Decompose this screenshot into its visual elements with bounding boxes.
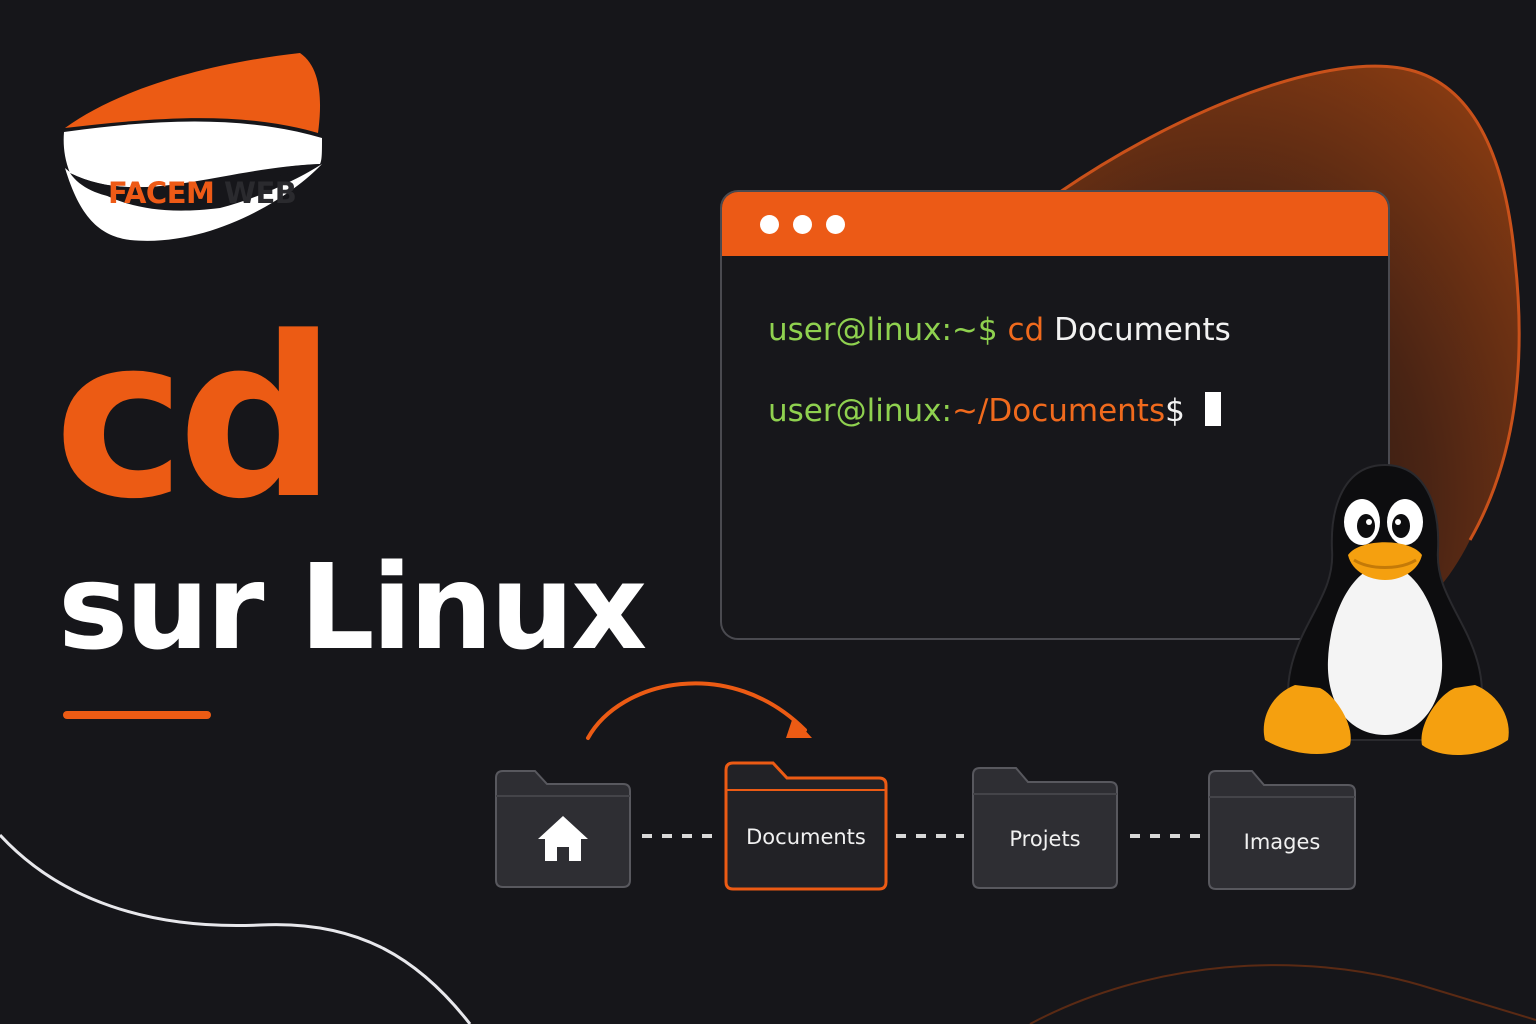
terminal-line-1: user@linux:~$ cd Documents xyxy=(768,312,1231,348)
logo-word-facem: FACEM xyxy=(108,176,215,210)
folder-label: Documents xyxy=(746,825,866,849)
folder-projets[interactable]: Projets xyxy=(970,765,1120,891)
terminal-window: user@linux:~$ cd Documents user@linux:~/… xyxy=(720,190,1390,640)
terminal-argument: Documents xyxy=(1054,312,1231,348)
terminal-prompt: user@linux:~$ xyxy=(768,312,998,348)
headline-command: cd xyxy=(54,290,337,548)
white-swoosh-line xyxy=(0,833,472,1024)
home-icon xyxy=(538,816,588,861)
orange-blob-edge xyxy=(1059,64,1521,541)
terminal-prompt-symbol: $ xyxy=(1165,393,1185,429)
folder-images[interactable]: Images xyxy=(1206,768,1358,892)
folder-connector xyxy=(642,834,714,838)
navigation-arrow-icon xyxy=(586,681,812,740)
folder-label: Images xyxy=(1243,830,1321,854)
accent-underline xyxy=(63,711,211,719)
window-dot-icon xyxy=(760,215,779,234)
terminal-prompt-path: ~/Documents xyxy=(951,393,1166,429)
orange-swoosh-line xyxy=(1029,964,1536,1024)
terminal-cursor xyxy=(1204,392,1221,426)
folder-connector xyxy=(1130,834,1200,838)
folder-documents[interactable]: Documents xyxy=(723,760,889,892)
logo-wordmark: FACEM WEB xyxy=(108,176,297,210)
tux-penguin-icon xyxy=(1263,463,1509,756)
headline-subtitle: sur Linux xyxy=(58,538,647,676)
logo-word-web: WEB xyxy=(224,176,297,210)
terminal-prompt-user: user@linux: xyxy=(768,393,952,429)
folder-label: Projets xyxy=(1009,827,1081,851)
terminal-title-bar xyxy=(722,192,1388,256)
window-dot-icon xyxy=(826,215,845,234)
brand-logo: FACEM WEB xyxy=(60,48,330,248)
terminal-command: cd xyxy=(1007,312,1045,348)
folder-home[interactable] xyxy=(493,768,633,888)
folder-connector xyxy=(896,834,964,838)
terminal-line-2: user@linux:~/Documents$ xyxy=(768,392,1221,429)
window-dot-icon xyxy=(793,215,812,234)
